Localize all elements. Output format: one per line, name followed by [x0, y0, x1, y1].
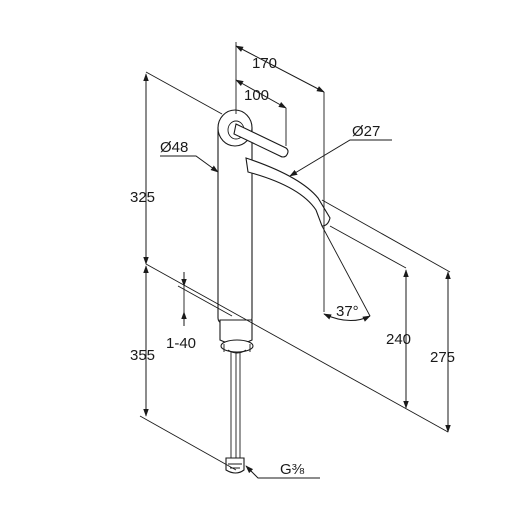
label-1-40: 1-40	[166, 335, 196, 352]
base-nut	[220, 339, 254, 353]
spout	[245, 157, 331, 227]
faucet-body	[217, 109, 331, 474]
faucet-column	[217, 127, 253, 327]
supply-hose-left	[230, 352, 237, 458]
label-275: 275	[430, 349, 455, 366]
label-27: Ø27	[352, 123, 380, 140]
hose-fitting	[225, 457, 245, 474]
base-nut-lines	[223, 344, 251, 354]
label-355: 355	[130, 347, 155, 364]
extension-lines	[145, 42, 451, 433]
dim-37-arc	[323, 313, 371, 322]
label-37: 37°	[336, 303, 359, 320]
dim-27-leader	[289, 139, 392, 177]
label-48: Ø48	[160, 139, 188, 156]
lever-handle	[233, 123, 289, 158]
label-thread: G⅜	[280, 461, 305, 478]
dim-100-line	[235, 79, 287, 109]
dimension-labels: 170 100 Ø27 Ø48 325 1-40 355 37° 240 275…	[130, 55, 455, 478]
label-100: 100	[244, 87, 269, 104]
dimension-lines	[139, 45, 451, 479]
dim-thread-leader	[245, 465, 320, 479]
label-170: 170	[252, 55, 277, 72]
dim-48-leader	[160, 155, 219, 173]
label-240: 240	[386, 331, 411, 348]
label-325: 325	[130, 189, 155, 206]
dim-170-line	[235, 45, 325, 93]
